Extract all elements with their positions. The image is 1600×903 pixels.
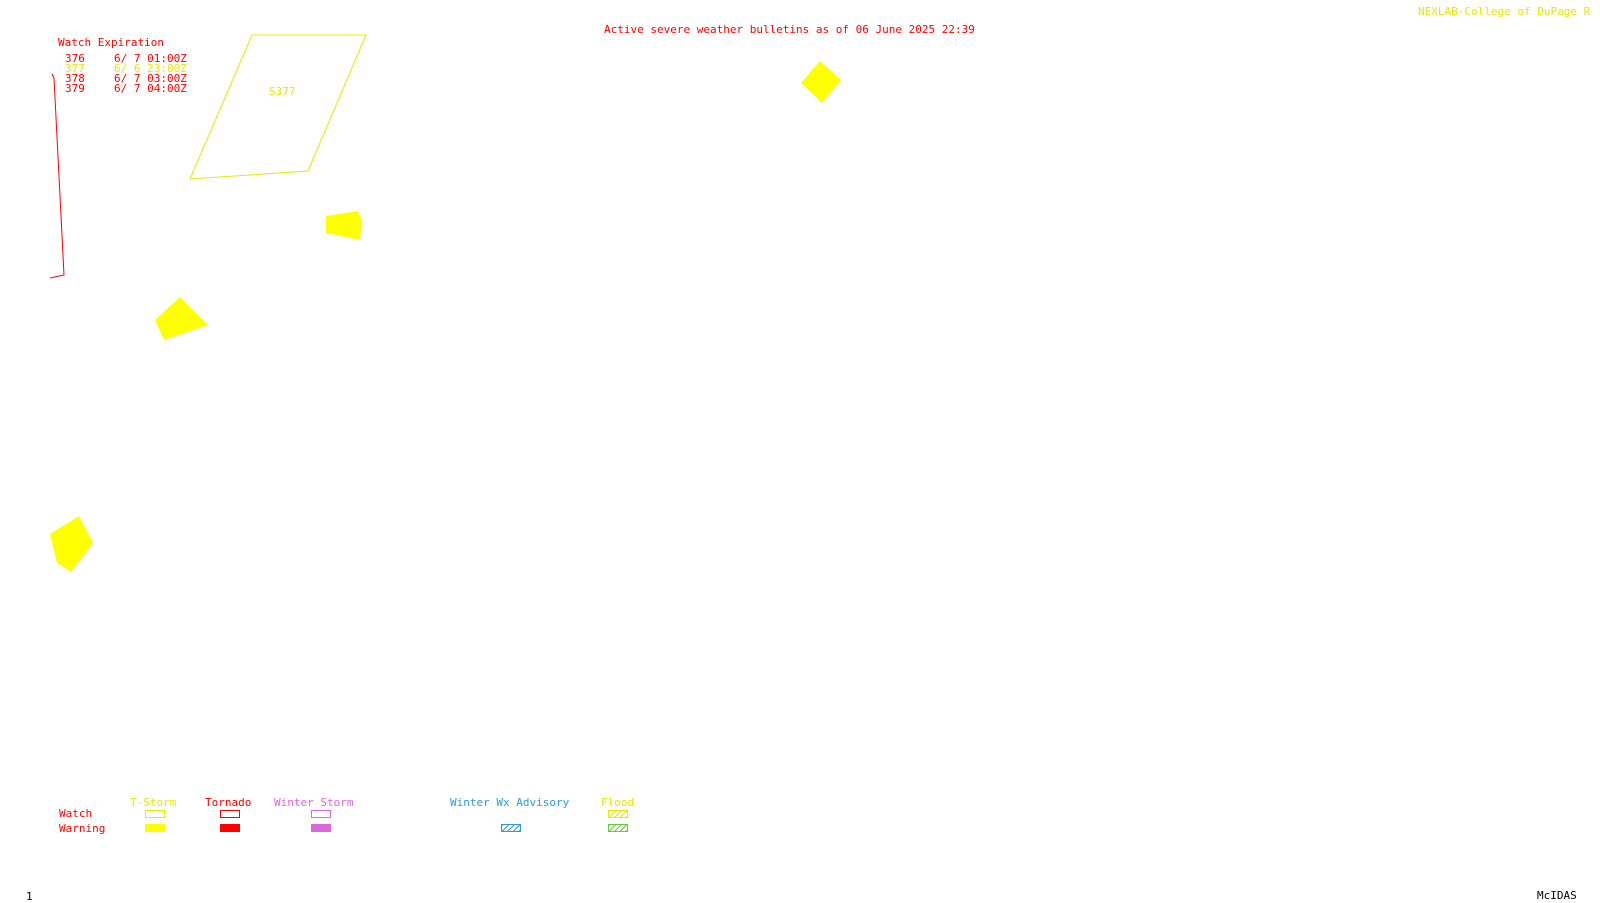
watch-row-id: 379 xyxy=(65,82,85,95)
frame-number: 1 xyxy=(26,890,33,903)
watch-377-outline xyxy=(189,34,367,180)
legend-row-watch: Watch xyxy=(59,807,93,820)
watch-expiration-heading: Watch Expiration xyxy=(58,36,164,49)
legend-winter-storm-label: Winter Storm xyxy=(274,796,354,809)
legend-tornado-label: Tornado xyxy=(205,796,252,809)
legend-winter-wx-advisory-label: Winter Wx Advisory xyxy=(450,796,570,809)
warning-polygon[interactable] xyxy=(326,211,362,240)
source-credit: NEXLAB-College of DuPage R xyxy=(1418,5,1591,18)
legend-tstorm-watch-swatch xyxy=(145,810,165,818)
legend-tstorm-label: T-Storm xyxy=(130,796,177,809)
watch-row-time: 6/ 7 01:00Z xyxy=(114,52,187,65)
watch-row-time: 6/ 7 03:00Z xyxy=(114,72,187,85)
watch-row-id: 377 xyxy=(65,62,85,75)
legend-tornado-watch-swatch xyxy=(220,810,240,818)
legend-winter-wx-advisory-swatch xyxy=(501,824,521,832)
legend-flood-label: Flood xyxy=(601,796,635,809)
warning-polygon[interactable] xyxy=(801,61,841,103)
legend-flood-warning-swatch xyxy=(608,824,628,832)
watch-row-id: 378 xyxy=(65,72,85,85)
legend-flood-watch-swatch xyxy=(608,810,628,818)
watch-row-time: 6/ 6 23:00Z xyxy=(114,62,187,75)
warning-polygon[interactable] xyxy=(155,297,208,340)
watch-row-time: 6/ 7 04:00Z xyxy=(114,82,187,95)
watch-377-label: S377 xyxy=(269,85,296,98)
tornado-watch-outline xyxy=(49,73,65,279)
bulletin-title: Active severe weather bulletins as of 06… xyxy=(604,23,975,36)
legend-winter-storm-watch-swatch xyxy=(311,810,331,818)
legend-winter-storm-warning-swatch xyxy=(311,824,331,832)
legend-tornado-warning-swatch xyxy=(220,824,240,832)
legend-tstorm-warning-swatch xyxy=(145,824,165,832)
software-label: McIDAS xyxy=(1537,889,1577,902)
warning-polygon[interactable] xyxy=(50,516,93,572)
watch-row-id: 376 xyxy=(65,52,85,65)
legend-row-warning: Warning xyxy=(59,822,106,835)
